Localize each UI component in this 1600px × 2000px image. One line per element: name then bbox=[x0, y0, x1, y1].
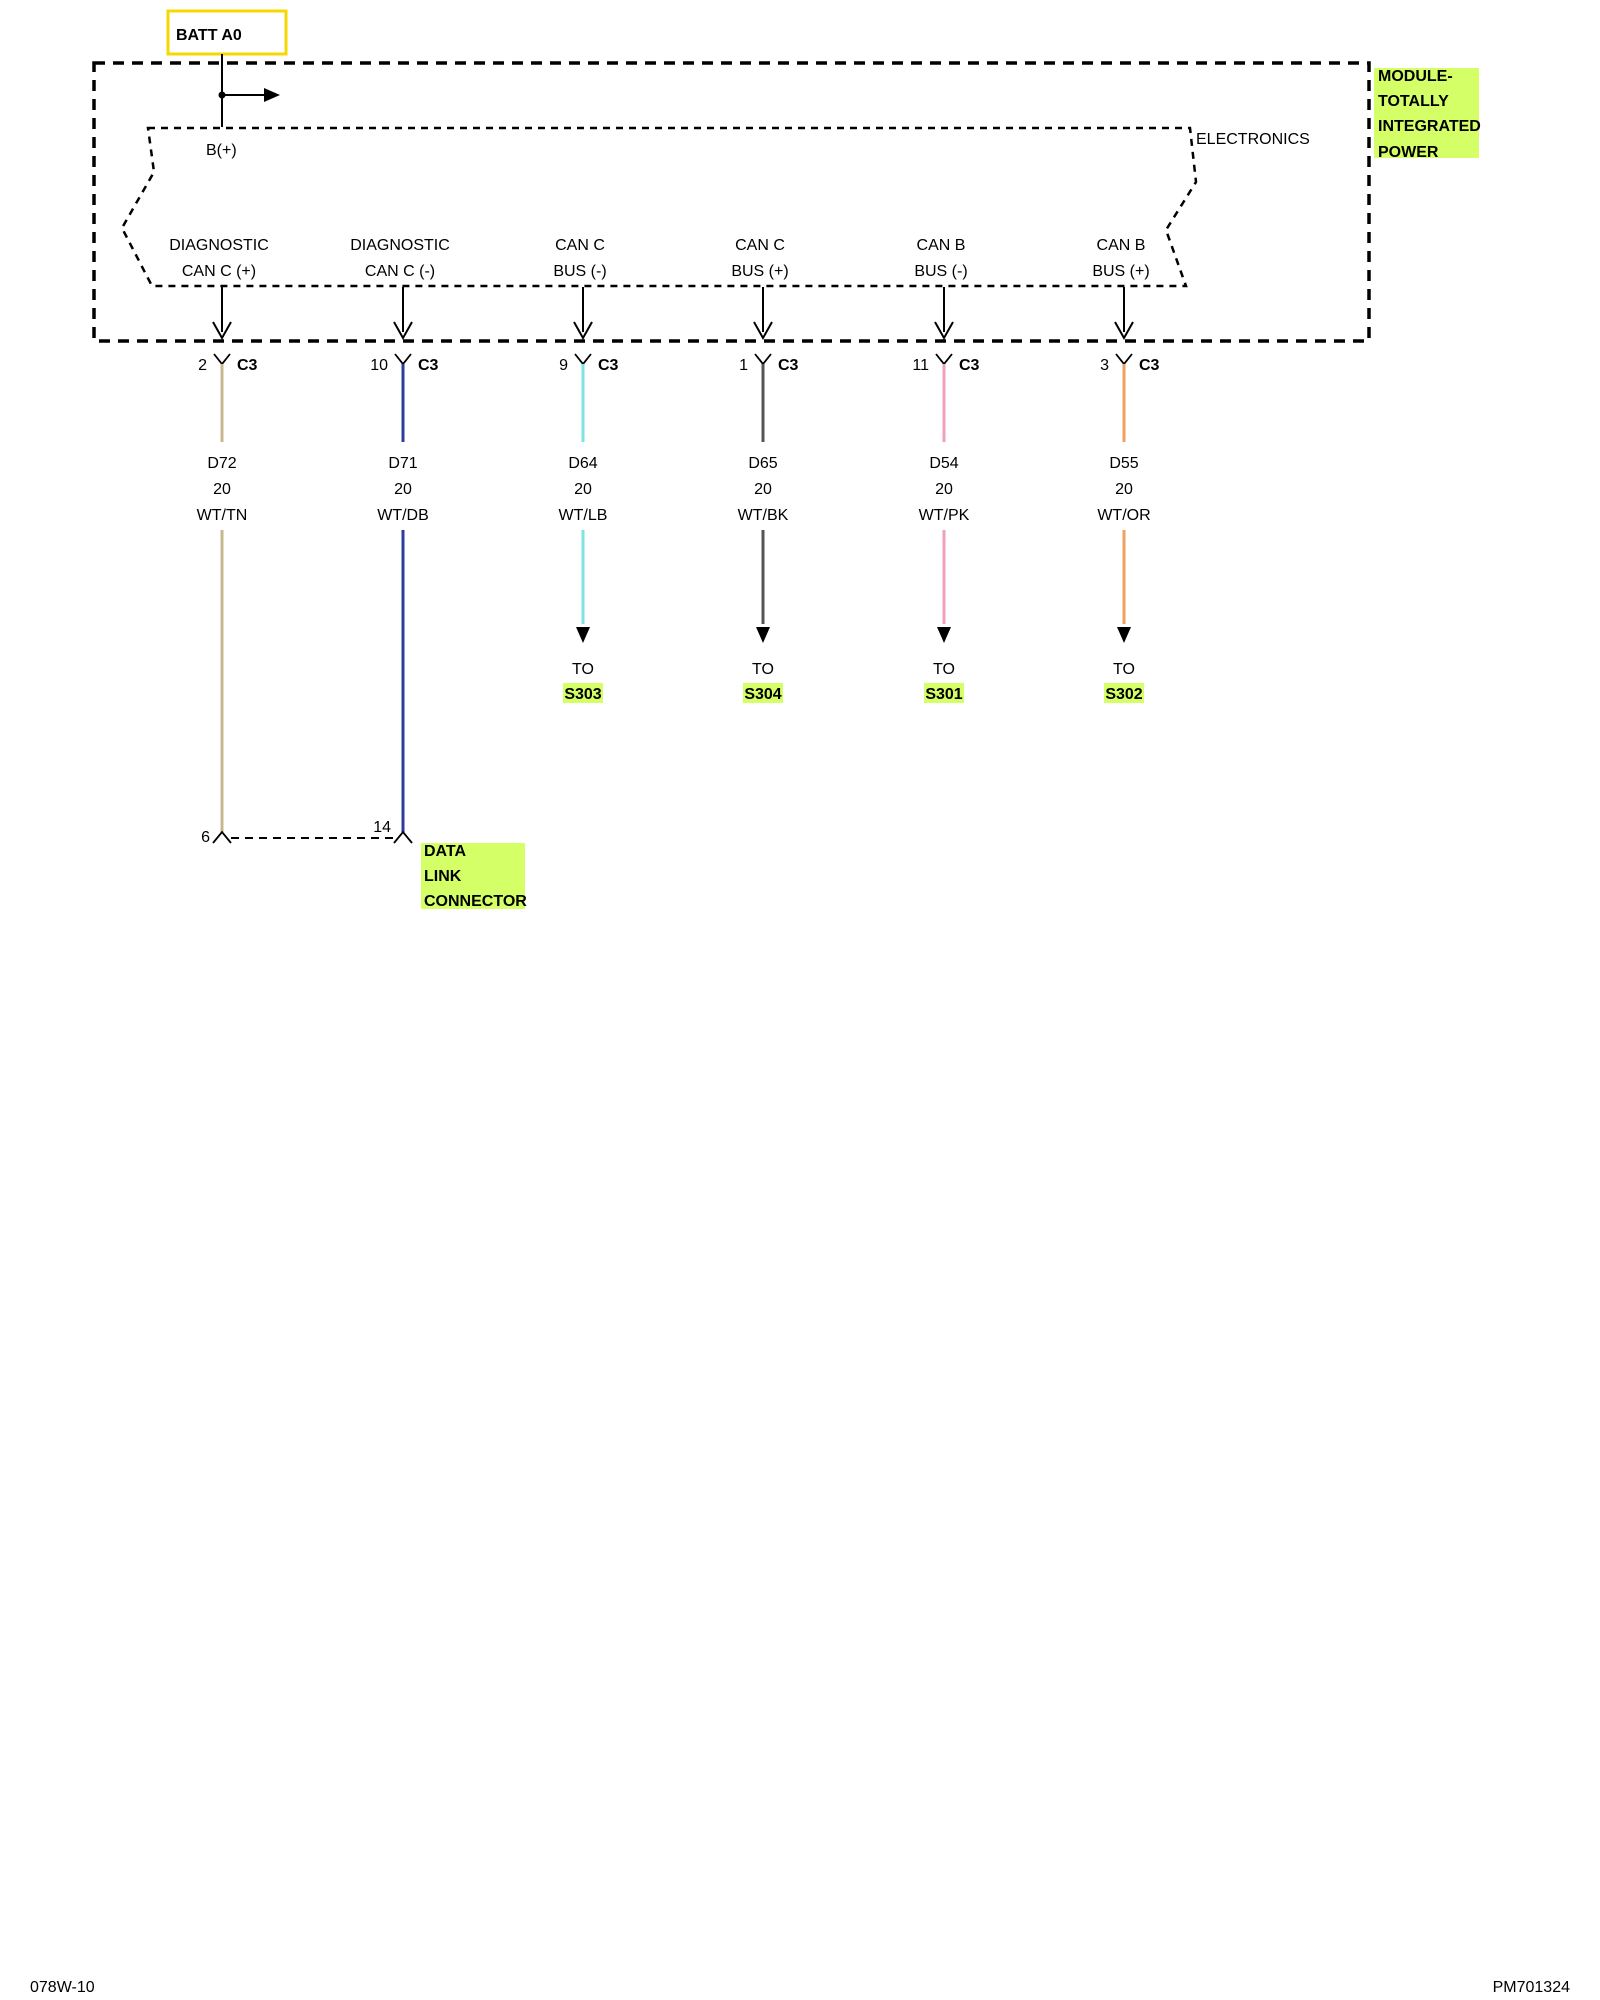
module-name-highlight bbox=[1374, 68, 1479, 158]
circuit-4-pin: 1 bbox=[739, 357, 748, 374]
circuit-6-connector-id: C3 bbox=[1139, 357, 1160, 374]
circuit-3-dest-highlight bbox=[563, 683, 603, 703]
circuit-3-gauge: 20 bbox=[574, 481, 592, 498]
batt-branch-arrowhead bbox=[264, 88, 280, 102]
circuit-6-dest-prefix: TO bbox=[1113, 661, 1135, 678]
circuit-2-function-line-1: DIAGNOSTIC bbox=[350, 237, 450, 254]
circuit-5-dest-highlight bbox=[924, 683, 964, 703]
circuit-4-connector-chevron bbox=[754, 353, 772, 366]
circuit-5-code: D54 bbox=[929, 455, 958, 472]
circuit-4-function-line-1: CAN C bbox=[735, 237, 785, 254]
circuit-2-connector-id: C3 bbox=[418, 357, 439, 374]
circuit-3-pin: 9 bbox=[559, 357, 568, 374]
circuit-6-internal-arrow bbox=[1114, 321, 1134, 341]
circuit-2-color-code: WT/DB bbox=[377, 507, 429, 524]
circuit-5-dest: S301 bbox=[925, 686, 962, 703]
circuit-5-connector-id: C3 bbox=[959, 357, 980, 374]
circuit-6-function-line-2: BUS (+) bbox=[1092, 263, 1149, 280]
circuit-3-function-line-2: BUS (-) bbox=[553, 263, 606, 280]
circuit-5-function-line-1: CAN B bbox=[917, 237, 966, 254]
circuit-3-dest-prefix: TO bbox=[572, 661, 594, 678]
circuit-1-function-line-1: DIAGNOSTIC bbox=[169, 237, 269, 254]
circuit-4-dest-arrowhead bbox=[756, 627, 770, 643]
battery-label: BATT A0 bbox=[176, 27, 242, 44]
circuit-5-connector-chevron bbox=[935, 353, 953, 366]
circuit-5-color-code: WT/PK bbox=[919, 507, 970, 524]
circuit-3-code: D64 bbox=[568, 455, 597, 472]
circuit-6-function-line-1: CAN B bbox=[1097, 237, 1146, 254]
module-name-line-4: POWER bbox=[1378, 144, 1439, 161]
module-name-line-2: TOTALLY bbox=[1378, 93, 1449, 110]
circuit-2-function-line-2: CAN C (-) bbox=[365, 263, 435, 280]
circuit-3-dest: S303 bbox=[564, 686, 601, 703]
circuit-4-code: D65 bbox=[748, 455, 777, 472]
circuit-1-connector-id: C3 bbox=[237, 357, 258, 374]
circuit-6-color-code: WT/OR bbox=[1097, 507, 1150, 524]
circuit-5-gauge: 20 bbox=[935, 481, 953, 498]
circuit-4-function-line-2: BUS (+) bbox=[731, 263, 788, 280]
data-link-pin-1: 6 bbox=[201, 829, 210, 846]
circuit-2-gauge: 20 bbox=[394, 481, 412, 498]
circuit-4-dest: S304 bbox=[744, 686, 781, 703]
circuit-1-color-code: WT/TN bbox=[197, 507, 248, 524]
electronics-outline bbox=[120, 126, 1198, 288]
circuit-3-internal-arrow bbox=[573, 321, 593, 341]
battery-label-frame bbox=[166, 9, 288, 56]
circuit-4-connector-id: C3 bbox=[778, 357, 799, 374]
circuit-4-internal-arrow bbox=[753, 321, 773, 341]
circuit-6-connector-chevron bbox=[1115, 353, 1133, 366]
data-link-name-line-2: LINK bbox=[424, 868, 462, 885]
circuit-6-dest-arrowhead bbox=[1117, 627, 1131, 643]
footer-right: PM701324 bbox=[1493, 1979, 1570, 1996]
circuit-3-connector-chevron bbox=[574, 353, 592, 366]
circuit-6-code: D55 bbox=[1109, 455, 1138, 472]
circuit-2-pin: 10 bbox=[370, 357, 388, 374]
data-link-chevron-1 bbox=[212, 830, 232, 844]
circuit-5-dest-arrowhead bbox=[937, 627, 951, 643]
circuit-4-gauge: 20 bbox=[754, 481, 772, 498]
data-link-name-line-1: DATA bbox=[424, 843, 467, 860]
supply-label: B(+) bbox=[206, 142, 237, 159]
circuit-6-pin: 3 bbox=[1100, 357, 1109, 374]
circuit-5-internal-arrow bbox=[934, 321, 954, 341]
data-link-name-line-3: CONNECTOR bbox=[424, 893, 527, 910]
data-link-chevron-2 bbox=[393, 830, 413, 844]
electronics-label: ELECTRONICS bbox=[1196, 131, 1310, 148]
circuit-3-connector-id: C3 bbox=[598, 357, 619, 374]
circuit-6-gauge: 20 bbox=[1115, 481, 1133, 498]
circuit-4-color-code: WT/BK bbox=[738, 507, 789, 524]
circuit-3-function-line-1: CAN C bbox=[555, 237, 605, 254]
footer-left: 078W-10 bbox=[30, 1979, 95, 1996]
circuit-1-gauge: 20 bbox=[213, 481, 231, 498]
module-name-line-1: MODULE- bbox=[1378, 68, 1453, 85]
circuit-6-dest: S302 bbox=[1105, 686, 1142, 703]
module-outline bbox=[92, 61, 1371, 343]
circuit-2-connector-chevron bbox=[394, 353, 412, 366]
circuit-3-dest-arrowhead bbox=[576, 627, 590, 643]
circuit-5-pin: 11 bbox=[912, 357, 929, 374]
data-link-pin-2: 14 bbox=[373, 819, 391, 836]
circuit-4-dest-prefix: TO bbox=[752, 661, 774, 678]
circuit-1-pin: 2 bbox=[198, 357, 207, 374]
circuit-3-color-code: WT/LB bbox=[559, 507, 608, 524]
circuit-5-function-line-2: BUS (-) bbox=[914, 263, 967, 280]
circuit-2-code: D71 bbox=[388, 455, 417, 472]
circuit-6-dest-highlight bbox=[1104, 683, 1144, 703]
circuit-2-internal-arrow bbox=[393, 321, 413, 341]
module-name-line-3: INTEGRATED bbox=[1378, 118, 1481, 135]
circuit-1-code: D72 bbox=[207, 455, 236, 472]
data-link-highlight bbox=[421, 843, 525, 909]
circuit-1-function-line-2: CAN C (+) bbox=[182, 263, 256, 280]
circuit-4-dest-highlight bbox=[743, 683, 783, 703]
circuit-1-connector-chevron bbox=[213, 353, 231, 366]
circuit-5-dest-prefix: TO bbox=[933, 661, 955, 678]
circuit-1-internal-arrow bbox=[212, 321, 232, 341]
batt-splice-dot bbox=[218, 91, 226, 99]
